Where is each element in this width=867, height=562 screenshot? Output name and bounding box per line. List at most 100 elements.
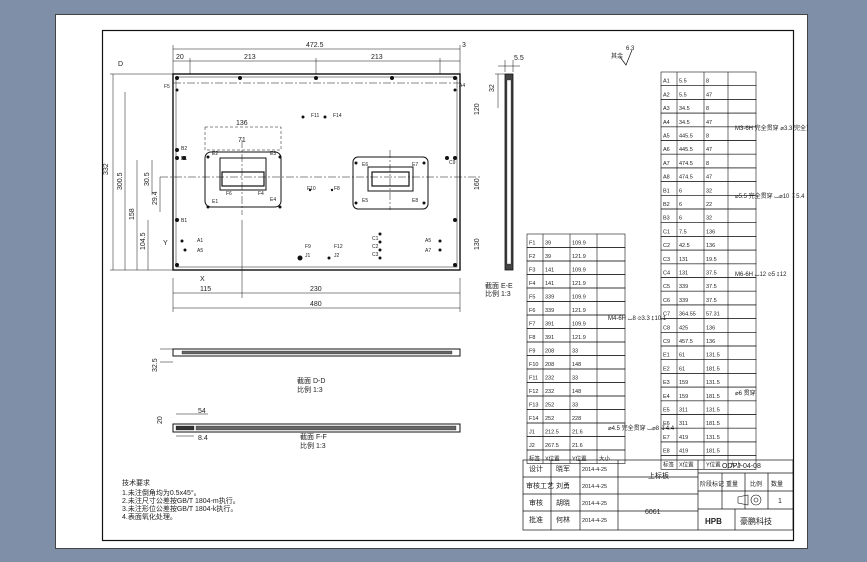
table-cell: 109.9 [572, 295, 586, 301]
tech-req-line-3: 3.未注形位公差按GB/T 1804-k执行。 [122, 504, 237, 513]
table-header-cell: 标签 [529, 455, 541, 463]
table-cell: 252 [545, 403, 554, 409]
dim-pocket-w2: 71 [238, 137, 246, 144]
tb-check-label: 审核工艺 [526, 481, 554, 490]
tb-review-date: 2014-4-25 [582, 501, 607, 507]
tb-approve-date: 2014-4-25 [582, 518, 607, 524]
table-cell: 121.9 [572, 281, 586, 287]
table-cell: 208 [545, 362, 554, 368]
table-cell: 47 [706, 147, 712, 153]
bottom-dimensions [172, 220, 461, 312]
tb-h-stage: 阶段标记 [700, 480, 724, 488]
projection-symbol [737, 494, 762, 506]
dim-left-e: 29.4 [152, 191, 159, 205]
table-cell: E7 [663, 435, 670, 441]
table-cell: F4 [529, 281, 535, 287]
table-cell: 212.5 [545, 430, 559, 436]
dim-bottom-left: 115 [200, 286, 211, 293]
note-f: M4-6H ⌴8 ⌀3.3 ↧10.1 [608, 315, 667, 322]
label-section-e: 截面 E-E [485, 281, 513, 290]
table-cell: C4 [663, 271, 670, 277]
svg-text:E1: E1 [212, 199, 218, 205]
dim-top-seg2: 213 [371, 54, 383, 61]
svg-text:A5: A5 [197, 248, 203, 254]
tb-h-weight: 重量 [726, 480, 738, 488]
table-cell: 121.9 [572, 254, 586, 260]
axis-y-label: Y [163, 240, 168, 247]
note-e: ⌀6 贯穿 [735, 389, 756, 397]
label-section-f-scale: 比例 1:3 [300, 441, 326, 450]
table-cell: A3 [663, 106, 670, 112]
table-cell: 339 [545, 295, 554, 301]
svg-text:B2: B2 [181, 146, 187, 152]
svg-text:F5: F5 [164, 84, 170, 90]
table-cell: 19.5 [706, 257, 717, 263]
table-cell: 32 [706, 216, 712, 222]
table-cell: 159 [679, 394, 688, 400]
table-cell: 61 [679, 366, 685, 372]
table-cell: C6 [663, 298, 670, 304]
table-cell: 148 [572, 389, 581, 395]
table-cell: F9 [529, 349, 535, 355]
dim-right-b: 160 [474, 178, 481, 190]
table-cell: 445.5 [679, 147, 693, 153]
tb-designer: 晓军 [556, 464, 570, 473]
dim-bottom-mid: 230 [310, 286, 322, 293]
table-cell: 57.31 [706, 312, 720, 318]
svg-text:J2: J2 [334, 253, 340, 259]
table-cell: 61 [679, 353, 685, 359]
table-cell: 109.9 [572, 268, 586, 274]
svg-text:F10: F10 [307, 186, 316, 192]
sheet-border [55, 14, 808, 549]
table-cell: 37.5 [706, 271, 717, 277]
table-cell: B3 [663, 216, 670, 222]
table-cell: 136 [706, 325, 715, 331]
plate-holes [175, 76, 457, 267]
table-cell: 22 [706, 202, 712, 208]
table-cell: 6 [679, 188, 682, 194]
table-cell: A5 [663, 134, 670, 140]
dim-top-total: 472.5 [306, 42, 324, 49]
table-cell: C9 [663, 339, 670, 345]
note-a: M3-6H 完全贯穿 ⌀3.3 完全贯穿 [735, 124, 818, 132]
svg-text:F8: F8 [334, 186, 340, 192]
svg-text:A7: A7 [425, 248, 431, 254]
table-cell: 37.5 [706, 298, 717, 304]
table-cell: 8 [706, 106, 709, 112]
dim-section-d-h: 32.5 [152, 358, 159, 372]
table-header [660, 455, 757, 470]
table-header-cell: X位置 [545, 455, 560, 463]
table-cell: 47 [706, 120, 712, 126]
table-cell: 267.5 [545, 443, 559, 449]
svg-text:A5: A5 [425, 238, 431, 244]
side-section-view [495, 60, 520, 271]
table-cell: 8 [706, 79, 709, 85]
dim-left-total: 332 [103, 163, 110, 175]
dim-section-f-w: 54 [198, 408, 206, 415]
tb-part-name: 上标板 [648, 471, 669, 480]
title-block [522, 459, 794, 531]
table-cell: B2 [663, 202, 670, 208]
table-cell: 131.5 [706, 435, 720, 441]
tb-check-date: 2014-4-25 [582, 484, 607, 490]
drawing-frame [101, 29, 795, 542]
svg-text:C2: C2 [372, 244, 379, 250]
table-cell: A1 [663, 79, 670, 85]
table-cell: F14 [529, 416, 538, 422]
table-cell: 8 [706, 161, 709, 167]
table-cell: J1 [529, 430, 535, 436]
dim-bottom-total: 480 [310, 301, 322, 308]
table-cell: 39 [545, 254, 551, 260]
table-cell: 425 [679, 325, 688, 331]
table-cell: 109.9 [572, 322, 586, 328]
table-cell: C1 [663, 229, 670, 235]
tech-req-line-4: 4.表面氧化处理。 [122, 512, 177, 521]
table-cell: 131.5 [706, 408, 720, 414]
tech-req-line-1: 1.未注倒角均为0.5x45°。 [122, 488, 201, 497]
dim-top-left: 20 [176, 54, 184, 61]
table-cell: 136 [706, 339, 715, 345]
table-cell: C3 [663, 257, 670, 263]
table-cell: 141 [545, 281, 554, 287]
